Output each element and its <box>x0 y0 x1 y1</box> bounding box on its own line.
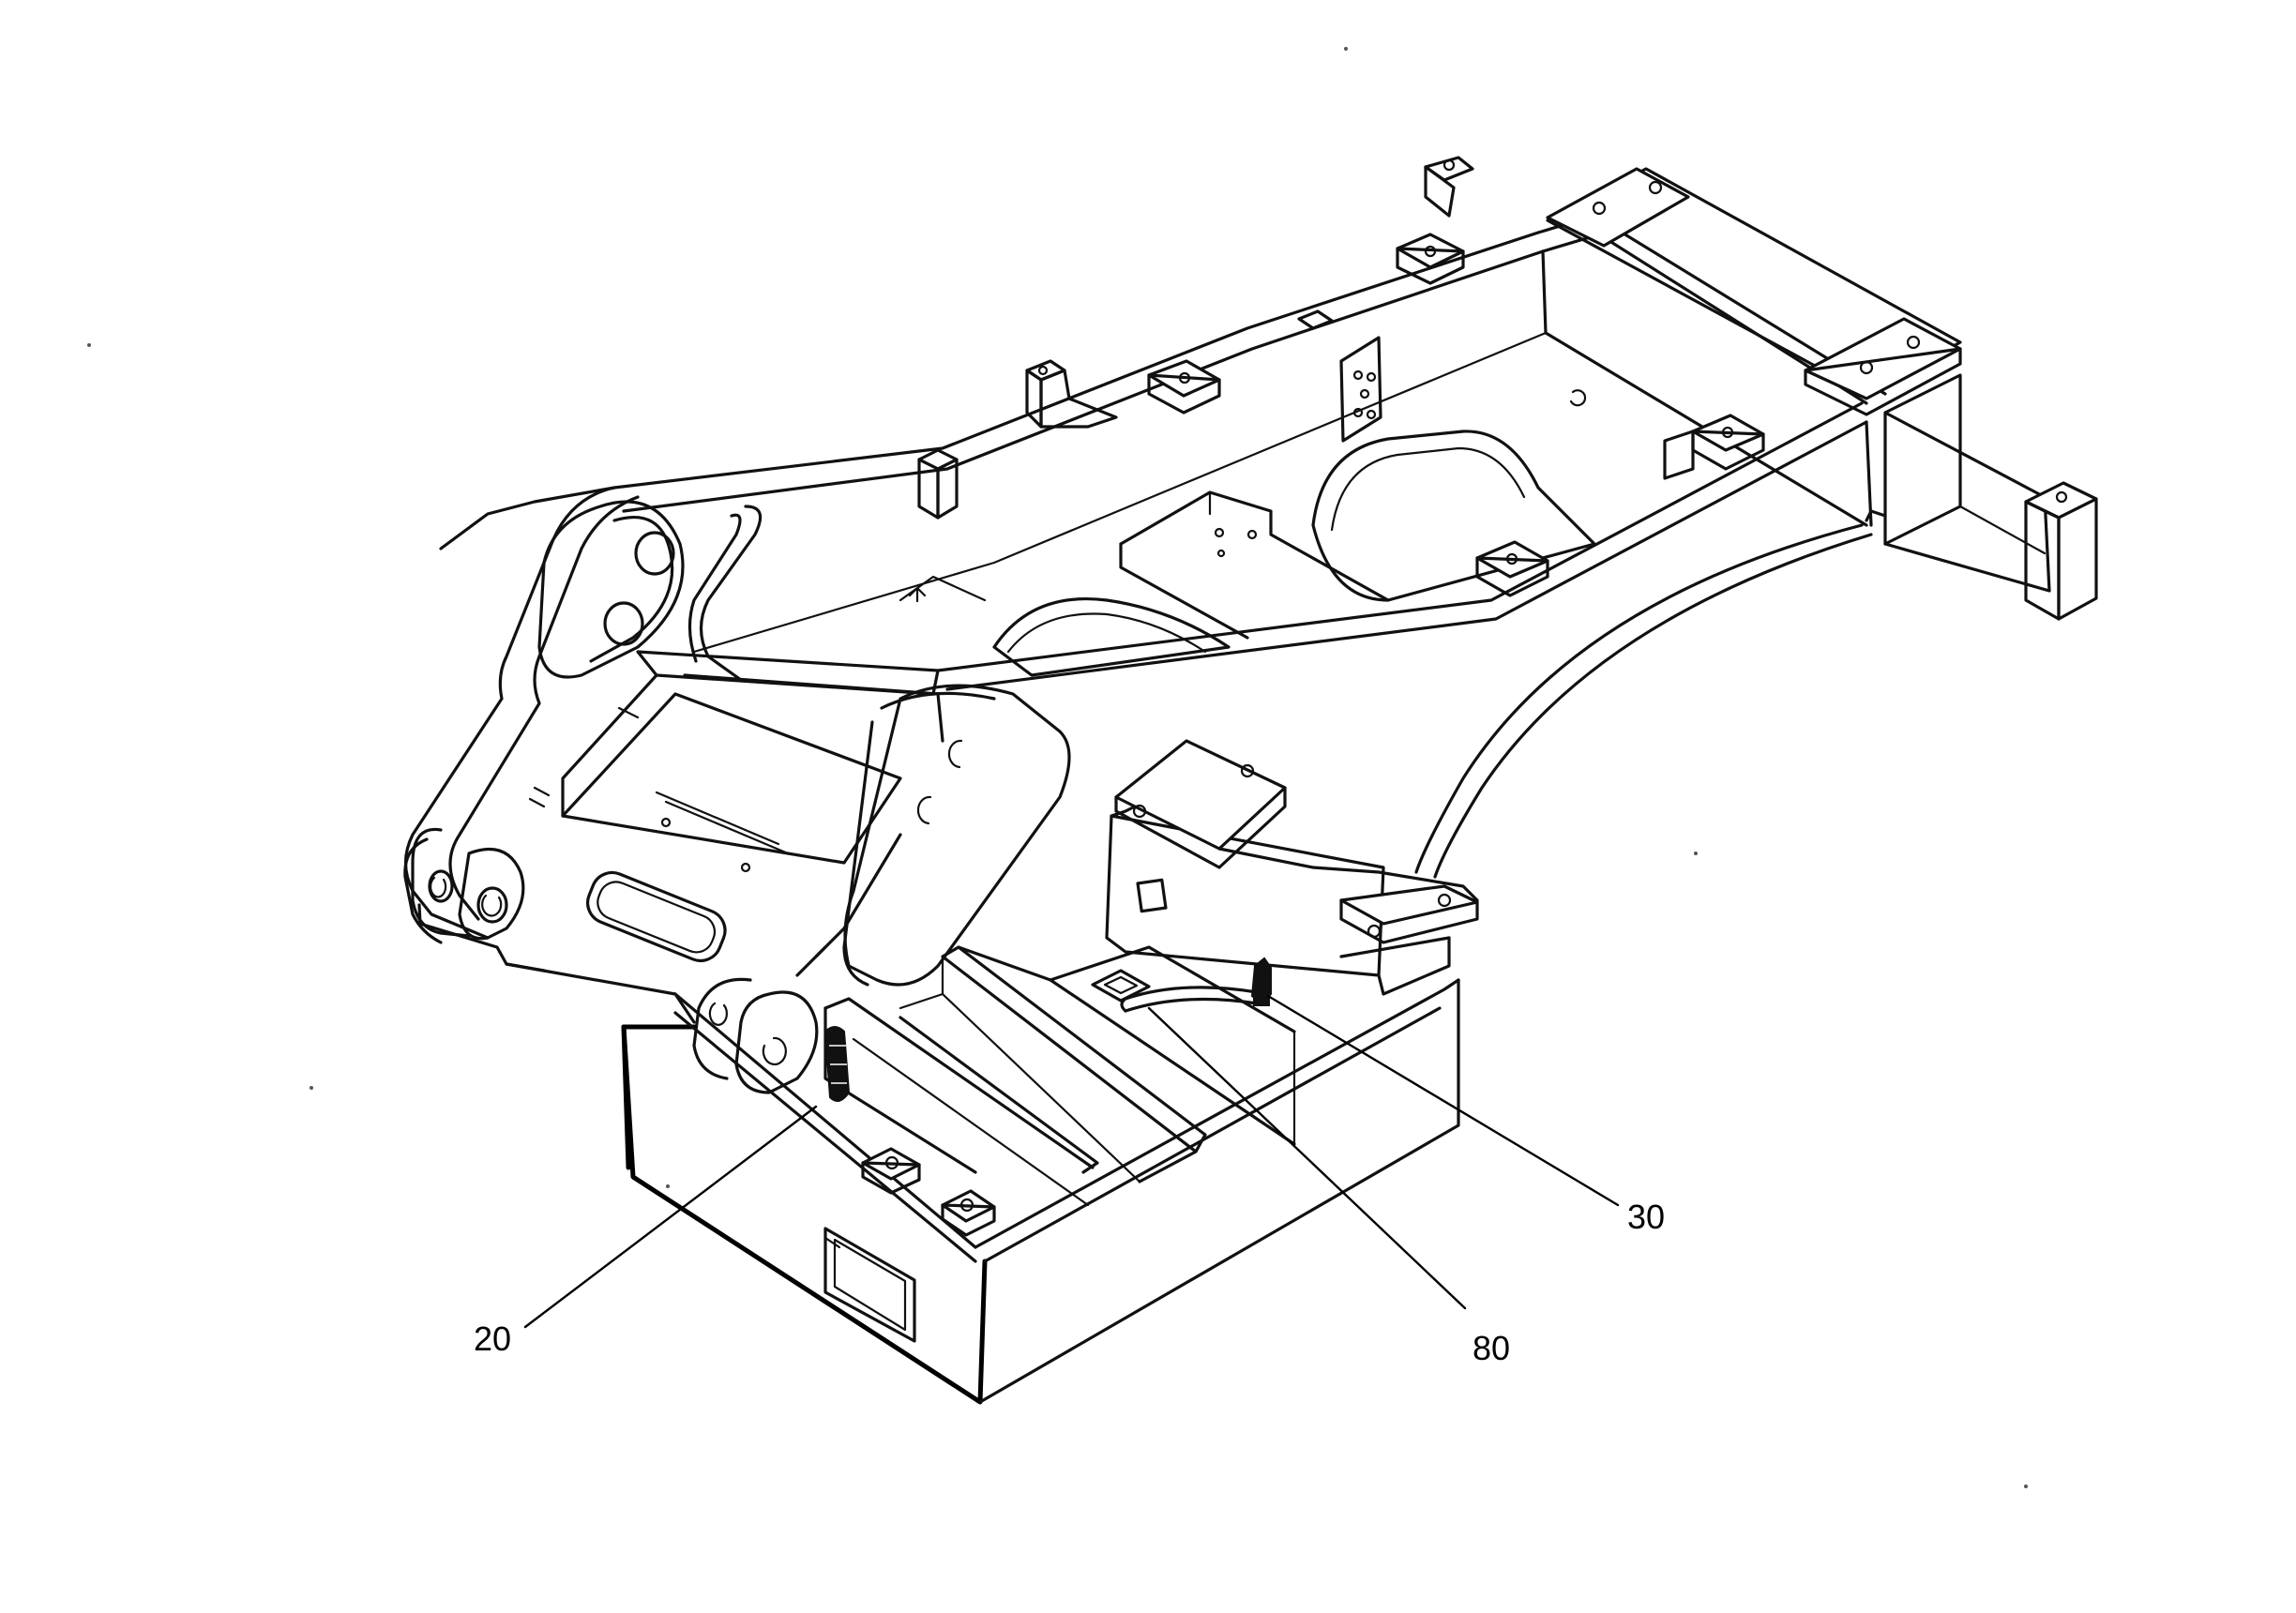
callout-80: 80 <box>1147 1006 1510 1367</box>
hose-part <box>1120 986 1259 1013</box>
ballast-box <box>621 739 1479 1405</box>
rear-outrigger-beam <box>1424 156 2098 621</box>
boom-lugs <box>403 486 1071 1094</box>
side-plate <box>1414 509 1887 879</box>
callout-20: 20 <box>474 1105 818 1358</box>
callout-30: 30 <box>1266 994 1665 1236</box>
mounting-blocks <box>917 233 1765 597</box>
fitting-part <box>1250 957 1272 1006</box>
damper-part <box>823 1026 851 1102</box>
callout-20-label: 20 <box>474 1319 511 1358</box>
scan-specks <box>87 47 2028 1488</box>
callout-80-label: 80 <box>1473 1329 1510 1367</box>
callout-30-label: 30 <box>1627 1198 1665 1236</box>
